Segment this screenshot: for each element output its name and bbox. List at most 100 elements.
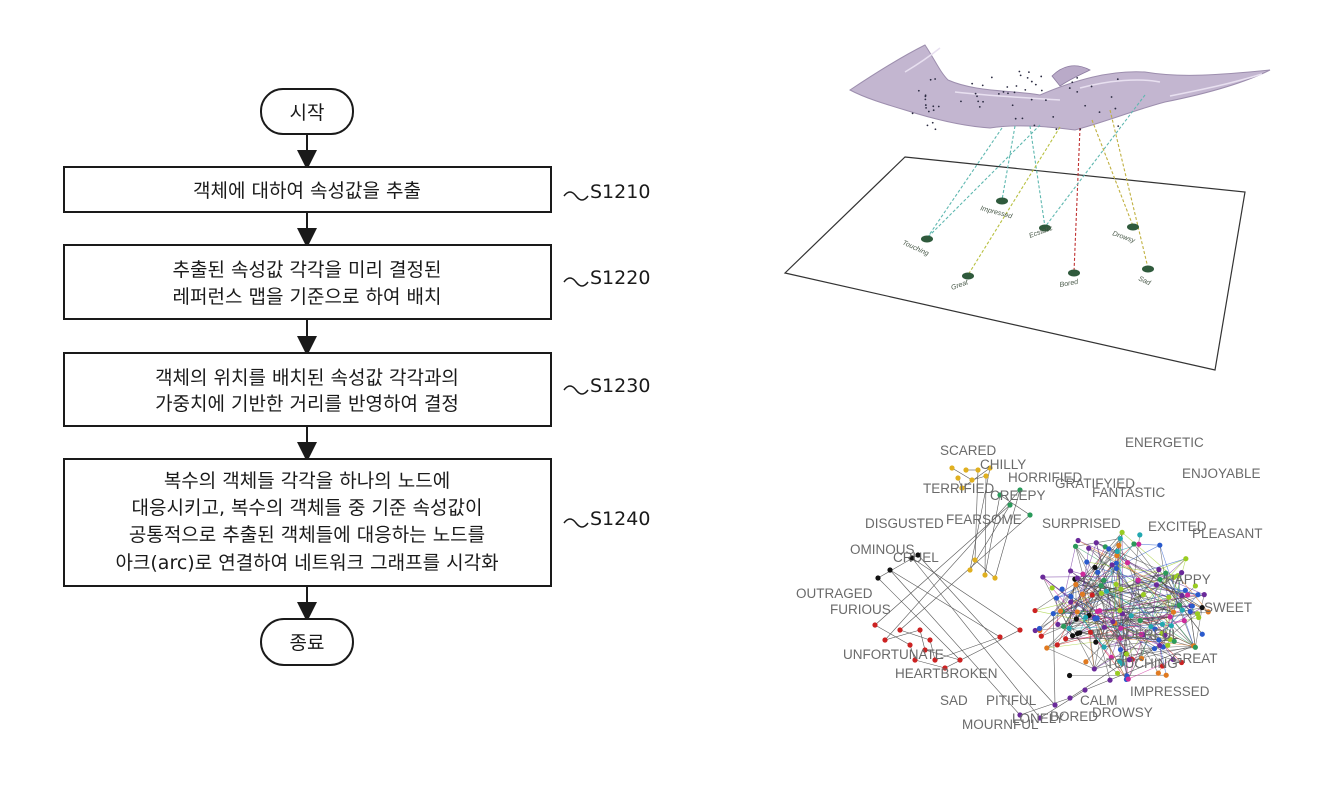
network-edge xyxy=(1159,645,1163,667)
step-s1230-line1: 객체의 위치를 배치된 속성값 각각과의 xyxy=(155,367,459,389)
network-node xyxy=(1094,615,1100,621)
network-node xyxy=(1074,609,1080,615)
network-node xyxy=(1135,577,1141,583)
network-edge xyxy=(1082,573,1142,659)
network-node xyxy=(932,657,938,663)
network-edge xyxy=(1141,613,1198,659)
network-edge xyxy=(1189,611,1196,648)
network-node xyxy=(882,637,888,643)
network-node xyxy=(1058,608,1064,614)
network-node xyxy=(1168,623,1174,629)
step-s1240-line3: 공통적으로 추출된 객체들에 대응하는 노드를 xyxy=(129,524,485,546)
step-label-s1220: S1220 xyxy=(590,267,650,289)
network-node xyxy=(1185,592,1191,598)
surface-point xyxy=(1015,85,1018,87)
surface-point xyxy=(1055,128,1058,131)
network-edge xyxy=(1077,540,1209,613)
network-edge xyxy=(1162,616,1171,648)
network-edge xyxy=(1097,577,1175,619)
surface-point xyxy=(1040,75,1043,78)
network-node xyxy=(1073,616,1079,622)
network-edge xyxy=(1019,697,1071,716)
network-node xyxy=(1189,603,1195,609)
network-node xyxy=(1119,529,1125,535)
network-node xyxy=(1052,702,1058,708)
network-edge xyxy=(874,504,1011,626)
network-node xyxy=(1187,608,1193,615)
step-s1240-line4: 아크(arc)로 연결하여 네트워크 그래프를 시각화 xyxy=(115,552,498,574)
network-node xyxy=(1049,585,1055,591)
network-node xyxy=(1125,676,1131,682)
network-node xyxy=(1107,677,1113,683)
network-node xyxy=(1118,625,1124,631)
network-edge xyxy=(1075,584,1160,641)
network-node xyxy=(1082,687,1088,693)
network-node xyxy=(1067,568,1074,574)
network-node xyxy=(1170,656,1176,663)
network-edge xyxy=(1075,584,1127,680)
network-node xyxy=(887,567,893,573)
surface-point xyxy=(911,112,914,115)
network-edge xyxy=(1195,607,1203,648)
surface-point xyxy=(1026,76,1029,79)
network-node xyxy=(1179,592,1185,599)
net-label-scared: SCARED xyxy=(940,443,997,458)
surface-point xyxy=(990,76,993,79)
net-label-furious: FURIOUS xyxy=(830,602,891,617)
network-node xyxy=(1179,607,1185,613)
surface-point xyxy=(1034,83,1037,86)
network-node xyxy=(1007,502,1013,508)
surface-point xyxy=(1098,111,1101,113)
network-edge xyxy=(1095,584,1117,643)
net-label-heartbroken: HEARTBROKEN xyxy=(895,666,998,681)
step-box-s1210 xyxy=(63,166,552,213)
step-label-s1210: S1210 xyxy=(590,181,650,203)
network-node xyxy=(1017,627,1023,633)
network-node xyxy=(1068,599,1074,605)
network-edge xyxy=(1034,610,1171,640)
step-box-s1230 xyxy=(63,352,552,427)
network-node xyxy=(1205,609,1211,615)
network-node xyxy=(1074,630,1081,637)
network-edge xyxy=(1057,624,1073,636)
network-node xyxy=(1155,670,1161,676)
network-edge xyxy=(1069,623,1163,629)
network-node xyxy=(1084,559,1090,565)
network-edge xyxy=(1088,615,1105,628)
net-label-great: GREAT xyxy=(1172,651,1218,666)
network-edge xyxy=(961,467,991,489)
network-node xyxy=(1069,633,1076,639)
surface-point xyxy=(1045,99,1047,102)
network-edge xyxy=(1086,561,1178,577)
network-node xyxy=(1040,574,1046,580)
network-node xyxy=(1199,604,1205,611)
network-node xyxy=(1117,646,1124,653)
network-edge xyxy=(1127,572,1182,680)
network-node xyxy=(1066,672,1073,679)
network-node xyxy=(1083,659,1089,665)
network-edge xyxy=(1121,532,1175,578)
network-graph: SCARED CHILLY HORRIFIED GRATIFYIED ENERG… xyxy=(796,435,1263,732)
network-edge xyxy=(1046,593,1102,649)
step-label-s1240: S1240 xyxy=(590,508,650,530)
network-edge xyxy=(934,636,1001,661)
network-node xyxy=(997,492,1003,498)
network-node xyxy=(1098,583,1104,589)
network-node xyxy=(1201,592,1207,598)
network-node xyxy=(1159,663,1165,669)
network-node xyxy=(1059,586,1065,592)
net-label-touching: TOUCHING xyxy=(1106,656,1178,671)
network-edge xyxy=(919,629,926,651)
network-node xyxy=(915,552,921,558)
surface-point xyxy=(1019,74,1022,77)
surface-point xyxy=(1116,78,1119,81)
network-node xyxy=(1075,537,1081,544)
net-label-unfortunate: UNFORTUNATE xyxy=(843,647,944,662)
reference-nodes xyxy=(921,197,1154,280)
surface-point xyxy=(924,95,927,98)
object-surface xyxy=(849,44,1271,131)
network-node xyxy=(1182,587,1188,593)
network-edge xyxy=(1121,534,1141,664)
network-node xyxy=(1118,635,1124,641)
